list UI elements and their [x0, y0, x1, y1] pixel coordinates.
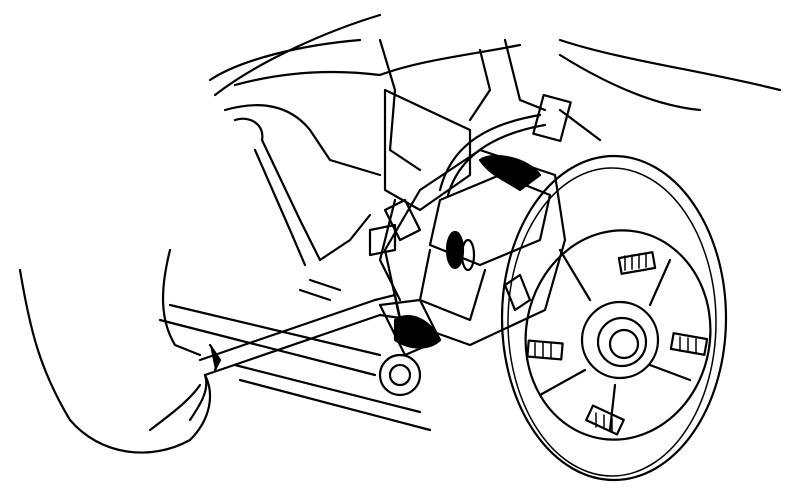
brake-caliper	[368, 148, 567, 347]
brake-rotor	[500, 154, 728, 482]
lower-control-arm	[158, 278, 432, 432]
wheel-stud	[617, 251, 657, 275]
brake-hose	[438, 93, 602, 197]
wheel-stud	[669, 332, 709, 356]
wheel-stud	[585, 404, 625, 436]
wheel-studs	[526, 251, 709, 436]
wrench	[198, 293, 402, 377]
caliper-bolt	[378, 298, 442, 397]
wheel-hub	[538, 248, 692, 432]
strut-link	[233, 117, 372, 267]
vehicle-body-outline	[208, 13, 782, 177]
hand	[18, 248, 222, 454]
wheel-stud	[526, 339, 564, 361]
